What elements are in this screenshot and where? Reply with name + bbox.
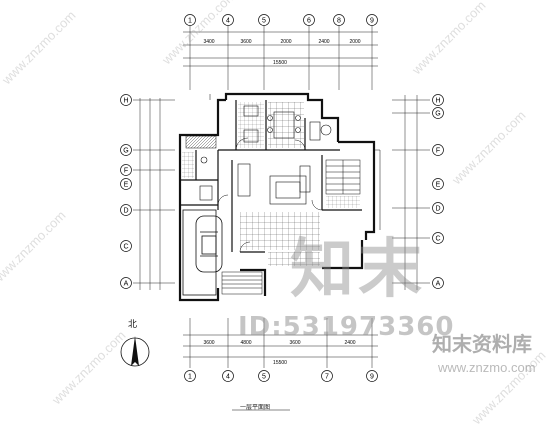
dimension-text: 3400	[203, 39, 214, 45]
dimension-text: 3600	[289, 340, 300, 346]
grid-axis-right-E: E	[432, 178, 444, 190]
north-arrow-label: 北	[128, 319, 138, 329]
grid-axis-top-1: 1	[184, 14, 196, 26]
grid-axis-label: A	[436, 281, 441, 288]
grid-axis-label: E	[124, 182, 129, 189]
grid-axis-label: 5	[262, 18, 266, 25]
grid-axis-right-A: A	[432, 277, 444, 289]
exterior-walls	[178, 92, 376, 302]
grid-axis-right-G: G	[432, 107, 444, 119]
dimension-text: 3600	[203, 340, 214, 346]
grid-axis-label: D	[435, 206, 440, 213]
dimension-text: 4800	[240, 340, 251, 346]
grid-axis-label: H	[123, 98, 128, 105]
floor-tiles	[182, 102, 360, 266]
grid-axis-left-E: E	[120, 178, 132, 190]
garage	[182, 209, 223, 296]
grid-axis-bottom-9: 9	[366, 370, 378, 382]
grid-axis-left-G: G	[120, 144, 132, 156]
grid-axis-label: 7	[325, 374, 329, 381]
grid-axis-top-8: 8	[333, 14, 345, 26]
grid-axis-bottom-1: 1	[184, 370, 196, 382]
brand-watermark-large: 知末	[290, 233, 426, 307]
grid-axis-label: 1	[188, 374, 192, 381]
grid-axis-left-F: F	[120, 164, 132, 176]
grid-axis-label: 1	[188, 18, 192, 25]
grid-axis-label: 6	[307, 18, 311, 25]
grid-axis-left-A: A	[120, 277, 132, 289]
grid-axis-top-4: 4	[222, 14, 234, 26]
grid-axis-label: 4	[226, 374, 230, 381]
dimension-text: 2400	[344, 340, 355, 346]
id-watermark: ID:531973360	[238, 312, 455, 342]
grid-axis-top-9: 9	[366, 14, 378, 26]
grid-axis-label: 4	[226, 18, 230, 25]
interior-walls	[180, 100, 362, 253]
overall-dimension-text: 15500	[273, 60, 287, 66]
dimension-text: 2000	[280, 39, 291, 45]
brand-watermark: 知末资料库	[432, 332, 532, 356]
grid-axis-label: F	[436, 148, 440, 155]
door-swings	[217, 137, 323, 253]
bottom-dimension-lines	[183, 318, 378, 368]
grid-axis-label: 9	[370, 374, 374, 381]
grid-axis-bottom-4: 4	[222, 370, 234, 382]
grid-axis-label: G	[123, 148, 128, 155]
total-dimension-text: 15500	[273, 360, 287, 366]
grid-axis-label: 8	[337, 18, 341, 25]
grid-axis-top-5: 5	[258, 14, 270, 26]
left-dimension-lines	[133, 98, 175, 290]
grid-axis-label: C	[435, 236, 440, 243]
grid-axis-label: A	[124, 281, 129, 288]
grid-axis-right-D: D	[432, 202, 444, 214]
dimension-text: 2000	[349, 39, 360, 45]
drawing-title: 一层平面图	[240, 405, 271, 411]
grid-axis-label: F	[124, 168, 128, 175]
grid-axis-label: 9	[370, 18, 374, 25]
grid-axis-bottom-7: 7	[321, 370, 333, 382]
top-dimension-lines	[183, 26, 378, 90]
north-arrow-icon	[120, 336, 150, 367]
grid-axis-right-C: C	[432, 232, 444, 244]
stairs	[221, 159, 361, 295]
right-dimension-lines	[392, 95, 430, 290]
dimension-text: 3600	[240, 39, 251, 45]
furniture	[199, 105, 332, 205]
grid-axis-right-F: F	[432, 144, 444, 156]
grid-axis-label: C	[123, 244, 128, 251]
grid-axis-left-H: H	[120, 94, 132, 106]
grid-axis-label: D	[123, 208, 128, 215]
grid-axis-left-C: C	[120, 240, 132, 252]
grid-axis-label: 5	[262, 374, 266, 381]
dimension-text: 2400	[318, 39, 329, 45]
grid-axis-top-6: 6	[303, 14, 315, 26]
grid-axis-right-H: H	[432, 94, 444, 106]
grid-axis-left-D: D	[120, 204, 132, 216]
grid-axis-label: G	[435, 111, 440, 118]
grid-axis-label: E	[436, 182, 441, 189]
grid-axis-label: H	[435, 98, 440, 105]
terrace	[185, 94, 381, 230]
brand-url-watermark: www.znzmo.com	[438, 360, 536, 375]
grid-axis-bottom-5: 5	[258, 370, 270, 382]
